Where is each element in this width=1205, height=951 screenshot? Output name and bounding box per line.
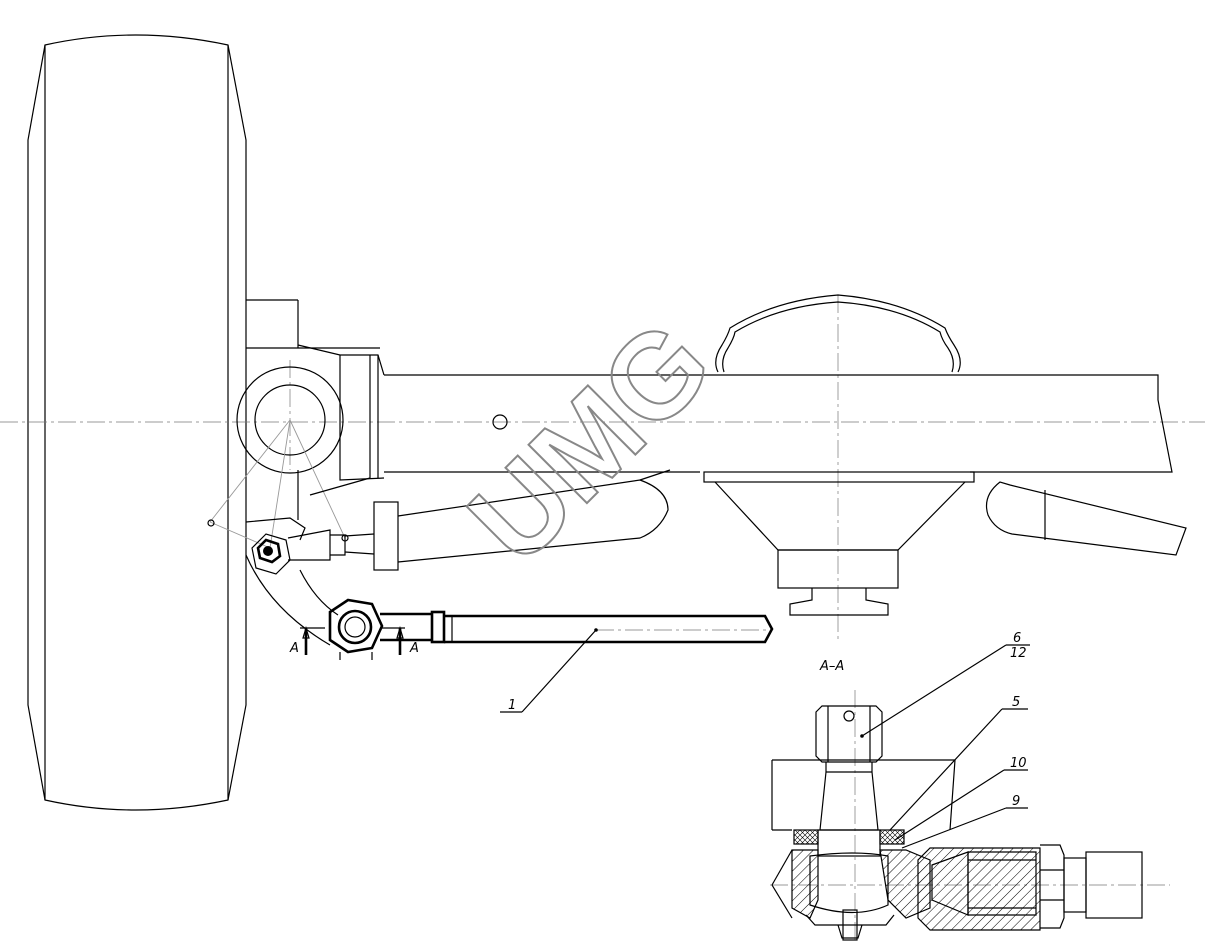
tie-rod-right xyxy=(985,481,1187,556)
differential-carrier xyxy=(703,471,975,616)
section-detail xyxy=(771,705,1143,941)
center-lines xyxy=(0,295,1205,940)
section-title: A–A xyxy=(819,659,844,674)
callout-9: 9 xyxy=(1012,794,1020,809)
tie-rod-upper xyxy=(344,469,671,571)
callout-6: 6 xyxy=(1013,631,1021,646)
section-mark-left: A xyxy=(289,641,299,656)
callout-10: 10 xyxy=(1010,756,1027,771)
callout-12: 12 xyxy=(1010,646,1027,661)
section-marks xyxy=(300,625,405,660)
callout-1: 1 xyxy=(508,698,516,713)
steering-arm xyxy=(245,517,346,646)
tie-rod-lower xyxy=(328,598,774,654)
axle-beam xyxy=(246,299,1173,481)
watermark: UMG xyxy=(444,296,737,589)
callout-5: 5 xyxy=(1012,695,1020,710)
differential-cover xyxy=(715,294,961,373)
section-mark-right: A xyxy=(409,641,419,656)
wheel xyxy=(27,34,247,811)
knuckle-boss xyxy=(207,366,371,549)
leader-1 xyxy=(500,628,598,713)
leaders-section xyxy=(860,644,1030,849)
